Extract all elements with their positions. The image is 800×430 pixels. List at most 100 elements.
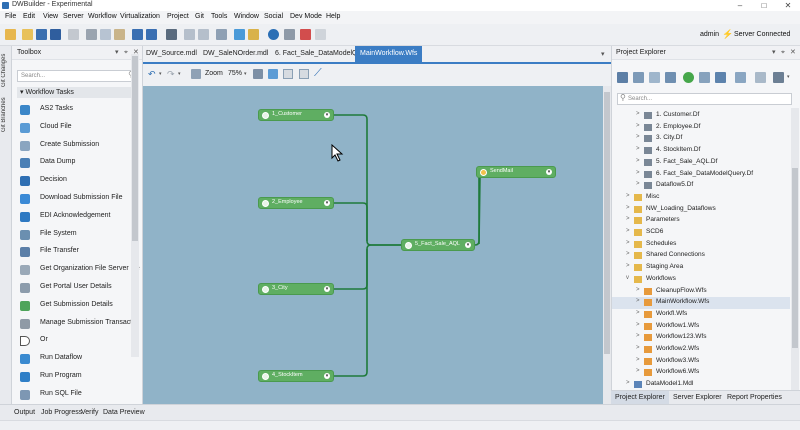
tab-git-branches[interactable]: Git Branches bbox=[1, 94, 11, 136]
toolbox-item[interactable]: Decision bbox=[17, 172, 137, 190]
toolbox-search-input[interactable]: Search... ⚲ bbox=[17, 70, 138, 82]
tree-item[interactable]: >5. Fact_Sale_AQL.Df bbox=[612, 157, 790, 169]
toolbox-group-header[interactable]: ▾ Workflow Tasks bbox=[17, 87, 138, 98]
expand-icon[interactable]: > bbox=[626, 228, 630, 234]
tree-item[interactable]: >Workflow123.Wfs bbox=[612, 332, 790, 344]
connector-icon[interactable]: ⟋ bbox=[314, 67, 322, 80]
menu-workflow[interactable]: Workflow bbox=[88, 13, 117, 20]
node-menu-icon[interactable]: ▾ bbox=[324, 200, 330, 206]
expand-icon[interactable]: > bbox=[626, 193, 630, 199]
tree-item[interactable]: vWorkflows bbox=[612, 274, 790, 286]
toolbox-item[interactable]: Or bbox=[17, 332, 137, 350]
toolbox-menu-icon[interactable]: ▾ bbox=[115, 46, 119, 60]
explorer-more-icon[interactable]: ▾ bbox=[787, 74, 790, 80]
workflow-node-employee[interactable]: 2_Employee ▾ bbox=[258, 197, 334, 209]
tab-output[interactable]: Output bbox=[14, 409, 35, 416]
explorer-table-icon[interactable] bbox=[649, 72, 660, 83]
select-icon[interactable] bbox=[283, 69, 293, 79]
explorer-filter-icon[interactable] bbox=[755, 72, 766, 83]
canvas-undo-icon[interactable]: ↶ bbox=[148, 69, 156, 80]
tab-dw-source[interactable]: DW_Source.mdl bbox=[146, 50, 197, 57]
expand-icon[interactable]: > bbox=[636, 333, 640, 339]
node-menu-icon[interactable]: ▾ bbox=[546, 169, 552, 175]
export-icon[interactable] bbox=[234, 29, 245, 40]
tree-item[interactable]: >Workflow6.Wfs bbox=[612, 367, 790, 379]
expand-icon[interactable]: > bbox=[636, 322, 640, 328]
node-menu-icon[interactable]: ▾ bbox=[465, 242, 471, 248]
fit-icon[interactable] bbox=[253, 69, 263, 79]
tab-fact-sale-datamodel[interactable]: 6. Fact_Sale_DataModelQu... bbox=[275, 50, 367, 57]
tree-item[interactable]: >Shared Connections bbox=[612, 250, 790, 262]
expand-icon[interactable]: > bbox=[636, 158, 640, 164]
toolbox-item[interactable]: EDI Acknowledgement bbox=[17, 208, 137, 226]
zoom-value[interactable]: 75% bbox=[228, 70, 242, 77]
record-icon[interactable] bbox=[300, 29, 311, 40]
node-menu-icon[interactable]: ▾ bbox=[324, 286, 330, 292]
print-icon[interactable] bbox=[68, 29, 79, 40]
expand-icon[interactable]: > bbox=[636, 170, 640, 176]
toolbox-item[interactable]: Download Submission File bbox=[17, 190, 137, 208]
expand-icon[interactable]: > bbox=[636, 181, 640, 187]
explorer-new-icon[interactable] bbox=[617, 72, 628, 83]
align-left-icon[interactable] bbox=[184, 29, 195, 40]
tree-item[interactable]: >CleanupFlow.Wfs bbox=[612, 286, 790, 298]
menu-window[interactable]: Window bbox=[234, 13, 259, 20]
expand-icon[interactable]: > bbox=[626, 216, 630, 222]
menu-git[interactable]: Git bbox=[195, 13, 204, 20]
expand-icon[interactable]: > bbox=[636, 111, 640, 117]
tree-item[interactable]: >NW_Loading_Dataflows bbox=[612, 204, 790, 216]
menu-edit[interactable]: Edit bbox=[23, 13, 35, 20]
menu-social[interactable]: Social bbox=[264, 13, 283, 20]
layout-grid-icon[interactable] bbox=[268, 69, 278, 79]
explorer-close-icon[interactable]: ✕ bbox=[790, 46, 796, 60]
help-icon[interactable] bbox=[268, 29, 279, 40]
toolbar-more-icon[interactable] bbox=[315, 29, 326, 40]
menu-tools[interactable]: Tools bbox=[211, 13, 227, 20]
tree-item[interactable]: >2. Employee.Df bbox=[612, 122, 790, 134]
expand-icon[interactable]: > bbox=[636, 345, 640, 351]
maximize-icon[interactable]: □ bbox=[752, 0, 776, 11]
toolbox-item[interactable]: File Transfer bbox=[17, 243, 137, 261]
menu-virtualization[interactable]: Virtualization bbox=[120, 13, 160, 20]
tree-item[interactable]: >Workfl.Wfs bbox=[612, 309, 790, 321]
refresh-icon[interactable] bbox=[683, 72, 694, 83]
tab-server-explorer[interactable]: Server Explorer bbox=[673, 394, 722, 401]
align-center-icon[interactable] bbox=[198, 29, 209, 40]
toolbox-item[interactable]: Manage Submission Transactio bbox=[17, 315, 137, 333]
open-icon[interactable] bbox=[22, 29, 33, 40]
explorer-settings-icon[interactable] bbox=[773, 72, 784, 83]
tab-verify[interactable]: Verify bbox=[81, 409, 99, 416]
explorer-menu-icon[interactable]: ▾ bbox=[772, 46, 776, 60]
tree-item[interactable]: >Workflow2.Wfs bbox=[612, 344, 790, 356]
node-menu-icon[interactable]: ▾ bbox=[324, 112, 330, 118]
tabs-overflow-icon[interactable]: ▾ bbox=[601, 50, 605, 58]
tab-project-explorer[interactable]: Project Explorer bbox=[611, 391, 669, 404]
toolbox-scrollbar[interactable] bbox=[131, 54, 139, 357]
menu-view[interactable]: View bbox=[43, 13, 58, 20]
tab-report-properties[interactable]: Report Properties bbox=[727, 394, 782, 401]
minimize-icon[interactable]: – bbox=[728, 0, 752, 11]
tab-mainworkflow[interactable]: MainWorkflow.Wfs bbox=[355, 46, 422, 62]
undo-icon[interactable] bbox=[132, 29, 143, 40]
node-menu-icon[interactable]: ▾ bbox=[324, 373, 330, 379]
font-icon[interactable] bbox=[166, 29, 177, 40]
workflow-node-fact-sale[interactable]: 5_Fact_Sale_AQL ▾ bbox=[401, 239, 475, 251]
tree-item[interactable]: >Schedules bbox=[612, 239, 790, 251]
save-icon[interactable] bbox=[36, 29, 47, 40]
toolbox-item[interactable]: Run Dataflow bbox=[17, 350, 137, 368]
tab-data-preview[interactable]: Data Preview bbox=[103, 409, 145, 416]
paste-icon[interactable] bbox=[114, 29, 125, 40]
tree-item[interactable]: >Staging Area bbox=[612, 262, 790, 274]
menu-dev-mode[interactable]: Dev Mode bbox=[290, 13, 322, 20]
project-search-input[interactable]: ⚲ Search... bbox=[617, 93, 792, 105]
menu-help[interactable]: Help bbox=[326, 13, 340, 20]
canvas-scroll-thumb[interactable] bbox=[604, 92, 610, 354]
expand-icon[interactable]: > bbox=[626, 380, 630, 386]
canvas-redo-icon[interactable]: ↷ bbox=[167, 69, 175, 80]
save-all-icon[interactable] bbox=[50, 29, 61, 40]
expand-icon[interactable]: > bbox=[636, 368, 640, 374]
expand-icon[interactable]: > bbox=[636, 123, 640, 129]
explorer-grid-icon[interactable] bbox=[665, 72, 676, 83]
workflow-node-stockitem[interactable]: 4_StockItem ▾ bbox=[258, 370, 334, 382]
explorer-properties-icon[interactable] bbox=[735, 72, 746, 83]
